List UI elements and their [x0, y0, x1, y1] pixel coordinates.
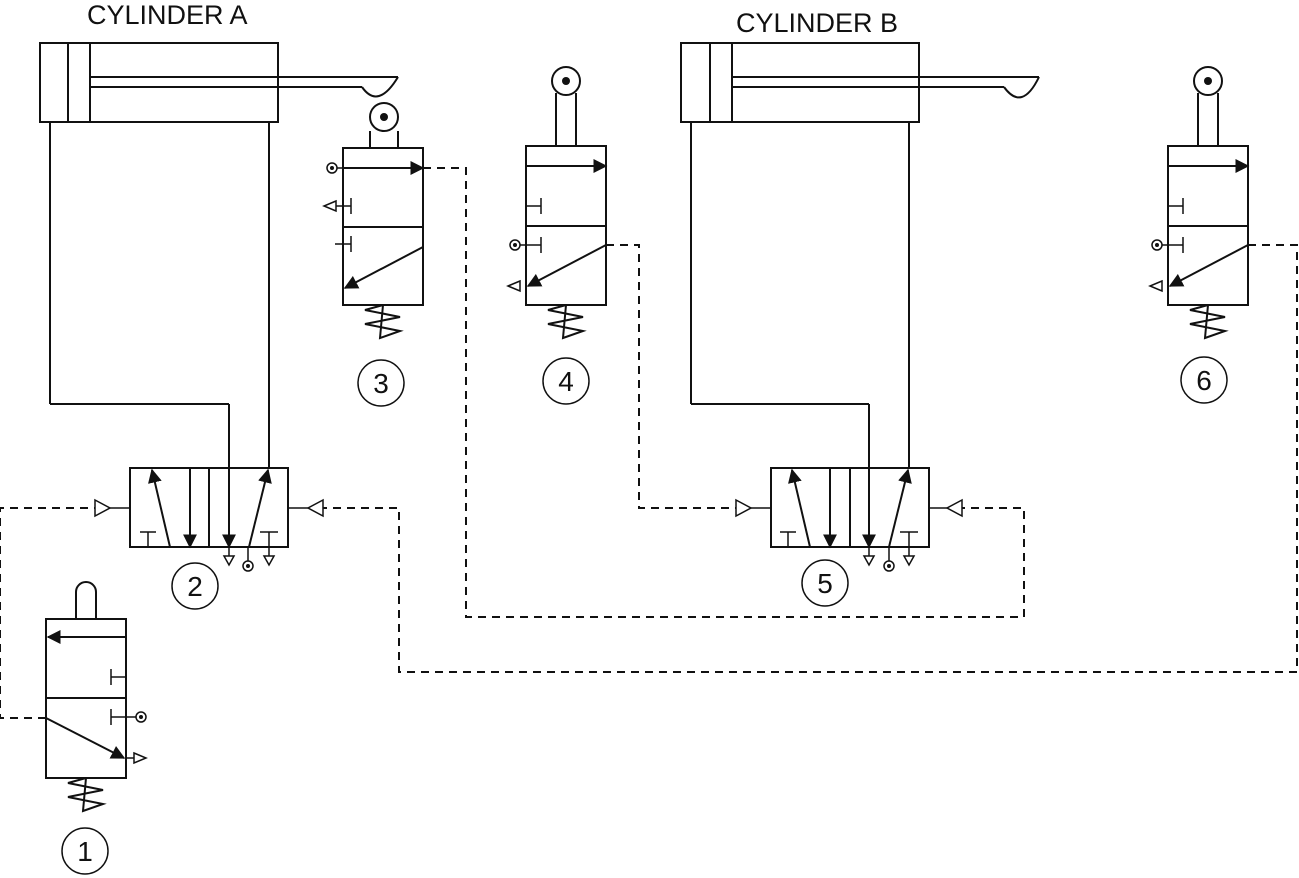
- valve-6-number: 6: [1196, 365, 1212, 396]
- cylinder-b-label: CYLINDER B: [736, 8, 898, 38]
- pilot-line-3-to-5: [423, 167, 1025, 618]
- valve-3-number: 3: [373, 368, 389, 399]
- cylinder-a-rod-cam: [361, 76, 399, 98]
- pilot-lines: [0, 167, 1298, 719]
- valve-2: 2: [94, 467, 324, 610]
- valve-3-roller: [369, 102, 399, 132]
- cylinder-b-barrel: [680, 42, 920, 123]
- valve-5-pilot-right: [945, 498, 963, 518]
- valve-5-number: 5: [817, 568, 833, 599]
- valve-6: 6: [1148, 66, 1250, 404]
- valve-4-roller: [551, 66, 581, 96]
- valve-3-number-circle: [357, 359, 405, 407]
- valve-5: 5: [735, 467, 963, 607]
- valve-2-number: 2: [187, 571, 203, 602]
- valve-1: 1: [45, 581, 148, 875]
- valve-5-pilot-left: [735, 498, 753, 518]
- valve-1-push-button: [75, 581, 97, 619]
- valve-4-number-circle: [542, 357, 590, 405]
- valve-5-number-circle: [801, 559, 849, 607]
- cylinder-a-barrel: [39, 42, 279, 123]
- valve-3: 3: [322, 102, 425, 407]
- cylinder-a-label: CYLINDER A: [87, 0, 248, 30]
- valve-6-number-circle: [1180, 356, 1228, 404]
- valve-6-roller: [1193, 66, 1223, 96]
- cylinder-b-rod-cam: [1003, 76, 1040, 99]
- valve-1-number: 1: [77, 836, 93, 867]
- valve-2-number-circle: [171, 562, 219, 610]
- valve-1-number-circle: [61, 827, 109, 875]
- valve-4: 4: [506, 66, 608, 405]
- valve-2-pilot-left: [94, 498, 112, 518]
- pilot-line-6-to-2: [323, 244, 1298, 673]
- pilot-line-4-to-5: [606, 244, 736, 509]
- cylinder-a: CYLINDER A: [39, 0, 399, 468]
- cylinder-b: CYLINDER B: [680, 8, 1040, 468]
- valve-4-number: 4: [558, 366, 574, 397]
- valve-2-pilot-right: [306, 498, 324, 518]
